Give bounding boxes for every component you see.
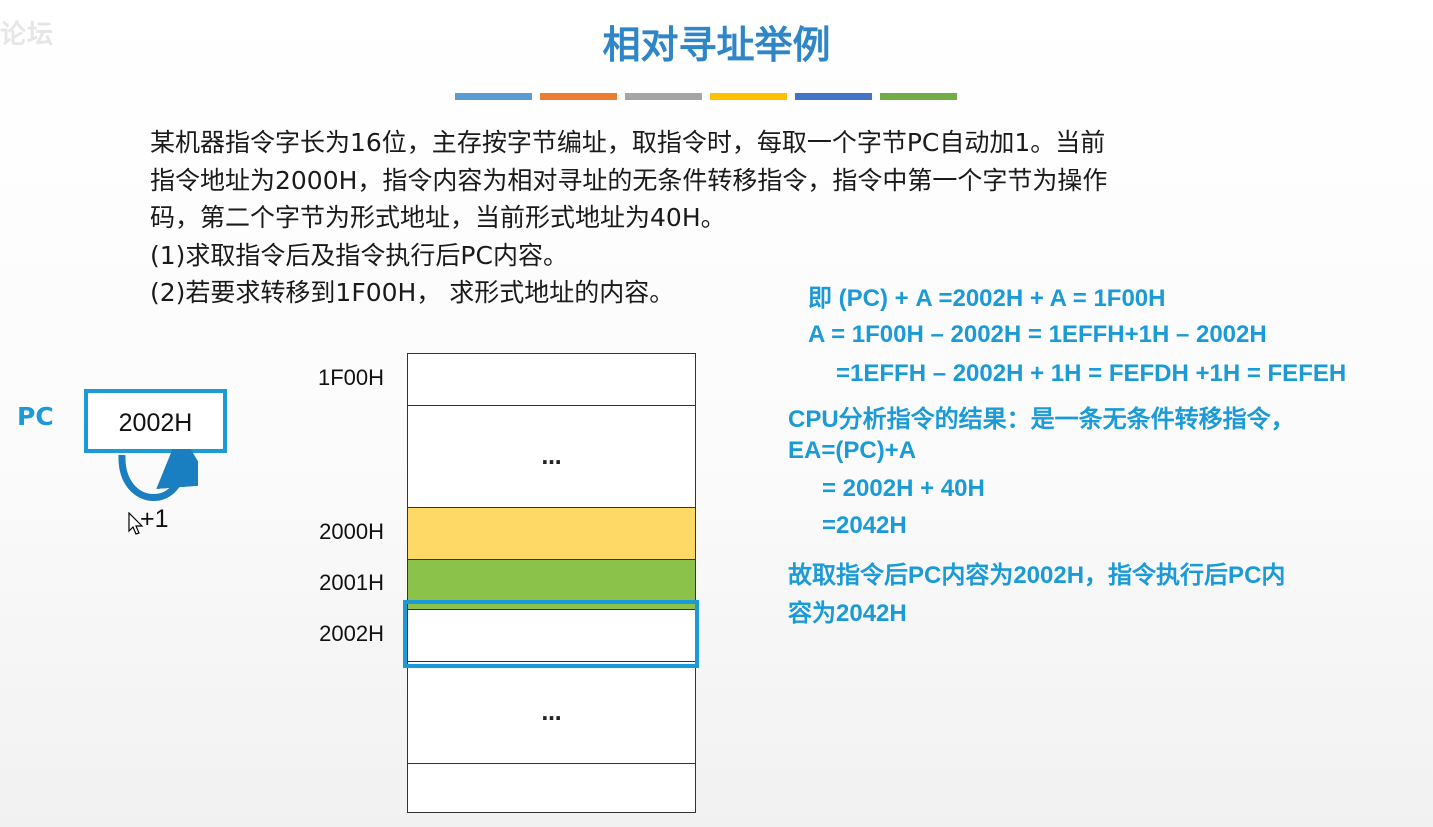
memory-address-label: 2002H (319, 621, 384, 646)
solution-line: EA=(PC)+A (788, 437, 917, 464)
question-line: 某机器指令字长为16位，主存按字节编址，取指令时，每取一个字节PC自动加1。当前 (150, 128, 1106, 157)
color-bar (795, 93, 872, 100)
title-color-bars (455, 93, 957, 100)
memory-diagram: …… (407, 353, 696, 813)
color-bar (625, 93, 702, 100)
memory-cell: … (407, 405, 696, 507)
color-bar (880, 93, 957, 100)
memory-address-label: 2001H (319, 570, 384, 595)
question-line: 指令地址为2000H，指令内容为相对寻址的无条件转移指令，指令中第一个字节为操作 (150, 165, 1108, 195)
solution-line: =1EFFH – 2002H + 1H = FEFDH +1H = FEFEH (836, 360, 1347, 387)
solution-line: A = 1F00H – 2002H = 1EFFH+1H – 2002H (808, 321, 1267, 348)
solution-line: 即 (PC) + A =2002H + A = 1F00H (808, 285, 1166, 312)
watermark: 论坛 (0, 20, 55, 50)
pc-label: PC (17, 402, 54, 431)
solution-line: = 2002H + 40H (822, 475, 985, 502)
question-line: (1)求取指令后及指令执行后PC内容。 (150, 240, 568, 270)
solution-line: CPU分析指令的结果：是一条无条件转移指令， (788, 406, 1295, 433)
memory-cell: … (407, 661, 696, 763)
color-bar (455, 93, 532, 100)
current-address-highlight (403, 600, 699, 668)
pc-register: 2002H (84, 389, 227, 453)
solution-line: =2042H (822, 512, 907, 539)
question-line: 码，第二个字节为形式地址，当前形式地址为40H。 (150, 203, 726, 232)
color-bar (540, 93, 617, 100)
slide-title: 相对寻址举例 (602, 23, 831, 67)
increment-label: +1 (140, 505, 169, 533)
question-line: (2)若要求转移到1F00H， 求形式地址的内容。 (150, 278, 675, 307)
memory-cell (407, 353, 696, 405)
increment-arrow-icon (118, 449, 198, 501)
mouse-cursor-icon (128, 512, 144, 535)
question-text: 某机器指令字长为16位，主存按字节编址，取指令时，每取一个字节PC自动加1。当前… (150, 124, 1350, 312)
memory-cell (407, 763, 696, 813)
color-bar (710, 93, 787, 100)
memory-address-label: 1F00H (317, 365, 384, 390)
memory-address-label: 2000H (319, 519, 384, 544)
memory-cell (407, 609, 696, 661)
solution-line: 容为2042H (788, 600, 907, 627)
memory-cell (407, 507, 696, 559)
solution-line: 故取指令后PC内容为2002H，指令执行后PC内 (788, 562, 1286, 589)
